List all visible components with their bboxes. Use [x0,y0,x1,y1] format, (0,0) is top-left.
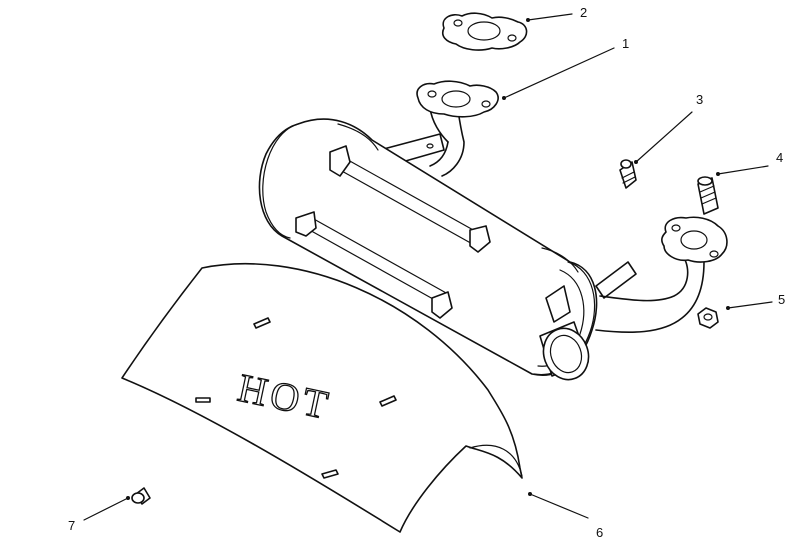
gasket-part [441,12,528,51]
callout-7: 7 [68,518,75,533]
callout-2: 2 [580,5,587,20]
callout-4: 4 [776,150,783,165]
stud-fitting-part [619,159,637,189]
muffler-inlet-pipe [416,80,499,177]
nut-part [697,307,719,329]
callout-1: 1 [622,36,629,51]
heat-shield-part: HOT [121,262,523,533]
screw-part [131,487,151,505]
stud-part [697,176,719,215]
tailpipe [539,321,590,381]
callout-5: 5 [778,292,785,307]
muffler-outlet-pipe [595,216,728,333]
callout-3: 3 [696,92,703,107]
leader-lines [83,13,773,521]
callout-6: 6 [596,525,603,540]
